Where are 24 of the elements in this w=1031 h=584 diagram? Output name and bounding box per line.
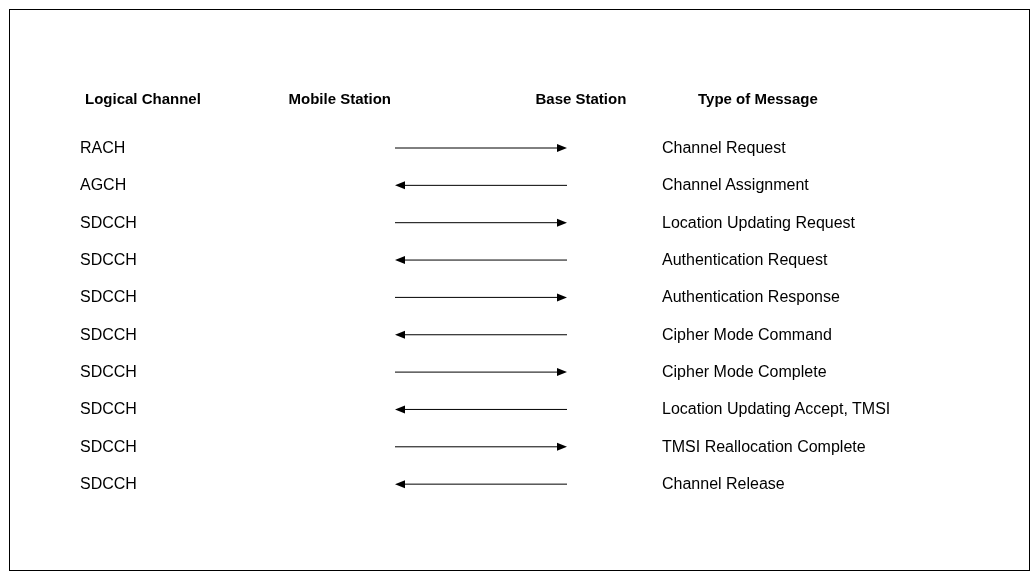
channel-name: SDCCH <box>80 324 137 345</box>
channel-name: AGCH <box>80 175 127 196</box>
column-header: Logical Channel <box>85 89 201 109</box>
message-type: Authentication Request <box>662 250 828 271</box>
column-header: Type of Message <box>698 89 818 109</box>
message-type: Cipher Mode Command <box>662 324 832 345</box>
message-type: Authentication Response <box>662 287 840 308</box>
channel-name: RACH <box>80 138 126 158</box>
channel-name: SDCCH <box>80 362 137 383</box>
channel-name: SDCCH <box>80 399 137 420</box>
message-type: TMSI Reallocation Complete <box>662 436 866 457</box>
column-header: Mobile Station <box>288 89 391 109</box>
channel-name: SDCCH <box>80 250 137 271</box>
message-type: Channel Release <box>662 474 785 495</box>
channel-name: SDCCH <box>80 474 137 495</box>
message-type: Channel Request <box>662 138 786 158</box>
message-type: Channel Assignment <box>662 175 809 196</box>
column-header: Base Station <box>535 89 627 109</box>
channel-name: SDCCH <box>80 212 137 233</box>
channel-name: SDCCH <box>80 287 137 308</box>
message-type: Location Updating Request <box>662 212 856 233</box>
message-type: Cipher Mode Complete <box>662 362 827 383</box>
channel-name: SDCCH <box>80 436 137 457</box>
message-type: Location Updating Accept, TMSI <box>662 399 891 420</box>
